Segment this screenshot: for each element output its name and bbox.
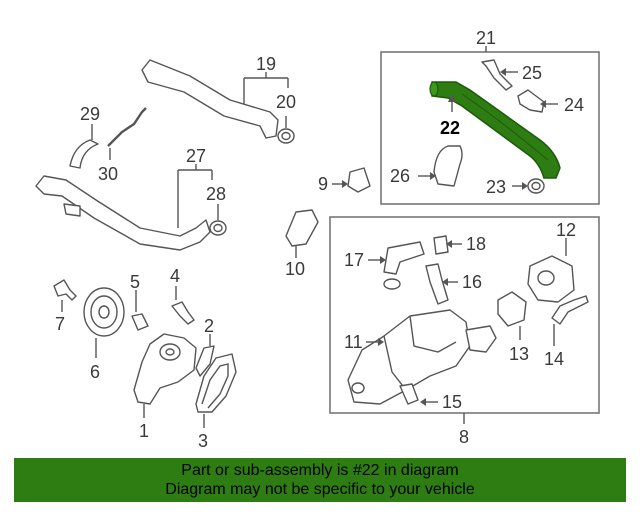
part-6-pulley[interactable]	[83, 287, 125, 337]
callout-8: 8	[459, 427, 469, 447]
callout-30: 30	[98, 164, 118, 184]
part-3-gasket[interactable]	[195, 353, 237, 413]
part-2-gasket[interactable]	[195, 345, 215, 377]
part-23-o-ring[interactable]	[527, 178, 545, 194]
part-29-hose[interactable]	[69, 139, 99, 169]
callout-15: 15	[442, 392, 462, 412]
part-26-hose[interactable]	[433, 145, 463, 187]
callout-7: 7	[55, 314, 65, 334]
info-banner: Part or sub-assembly is #22 in diagram D…	[14, 458, 626, 502]
callout-11: 11	[344, 332, 363, 352]
callout-1: 1	[139, 421, 149, 441]
callout-23: 23	[486, 177, 506, 197]
part-17-clamp	[383, 278, 401, 290]
part-18-clamp[interactable]	[433, 235, 449, 255]
callout-4: 4	[170, 266, 180, 286]
part-5-stud[interactable]	[131, 313, 149, 331]
assembly-box-21	[380, 51, 600, 205]
callout-10: 10	[285, 259, 305, 279]
callout-17: 17	[344, 250, 364, 270]
callout-27: 27	[186, 146, 206, 166]
callout-6: 6	[90, 362, 100, 382]
part-14-sensor[interactable]	[551, 295, 589, 325]
callout-20: 20	[276, 92, 296, 112]
banner-line-part: Part or sub-assembly is #22 in diagram	[181, 462, 459, 479]
part-22-pipe[interactable]	[429, 81, 561, 179]
callout-14: 14	[544, 349, 564, 369]
part-13-gasket[interactable]	[497, 291, 527, 327]
parts-diagram: 1 2 3 4 5 6 7 8 9 10 11 12 13 14 15 16 1…	[35, 28, 600, 451]
part-25-clip[interactable]	[481, 59, 513, 91]
callout-21: 21	[476, 28, 496, 48]
callout-29: 29	[80, 104, 100, 124]
part-17-hose[interactable]	[383, 241, 425, 275]
part-28-o-ring[interactable]	[209, 220, 227, 236]
callout-3: 3	[198, 431, 208, 451]
part-30-tube[interactable]	[107, 107, 147, 147]
part-4-bolt[interactable]	[171, 301, 195, 325]
callout-19: 19	[256, 54, 276, 74]
part-16-pipe[interactable]	[425, 263, 449, 305]
callout-5: 5	[130, 272, 140, 292]
banner-line-disclaimer: Diagram may not be specific to your vehi…	[165, 481, 475, 498]
callout-28: 28	[206, 184, 226, 204]
callout-24: 24	[564, 95, 584, 115]
callout-22-highlighted: 22	[440, 118, 460, 138]
callout-25: 25	[522, 63, 542, 83]
callout-12: 12	[556, 220, 576, 240]
part-10-gasket[interactable]	[285, 209, 319, 247]
part-15-sender[interactable]	[399, 383, 419, 405]
part-24-bracket[interactable]	[517, 89, 545, 113]
part-27-pipe[interactable]	[35, 175, 211, 251]
part-9-gasket[interactable]	[347, 167, 371, 193]
callout-18: 18	[466, 234, 486, 254]
callout-2: 2	[204, 316, 214, 336]
callout-13: 13	[509, 344, 529, 364]
callout-16: 16	[462, 272, 482, 292]
callout-26: 26	[390, 166, 410, 186]
part-7-bolt[interactable]	[53, 279, 77, 301]
callout-9: 9	[318, 174, 328, 194]
part-20-o-ring[interactable]	[277, 128, 295, 144]
part-19-pipe[interactable]	[141, 59, 279, 139]
